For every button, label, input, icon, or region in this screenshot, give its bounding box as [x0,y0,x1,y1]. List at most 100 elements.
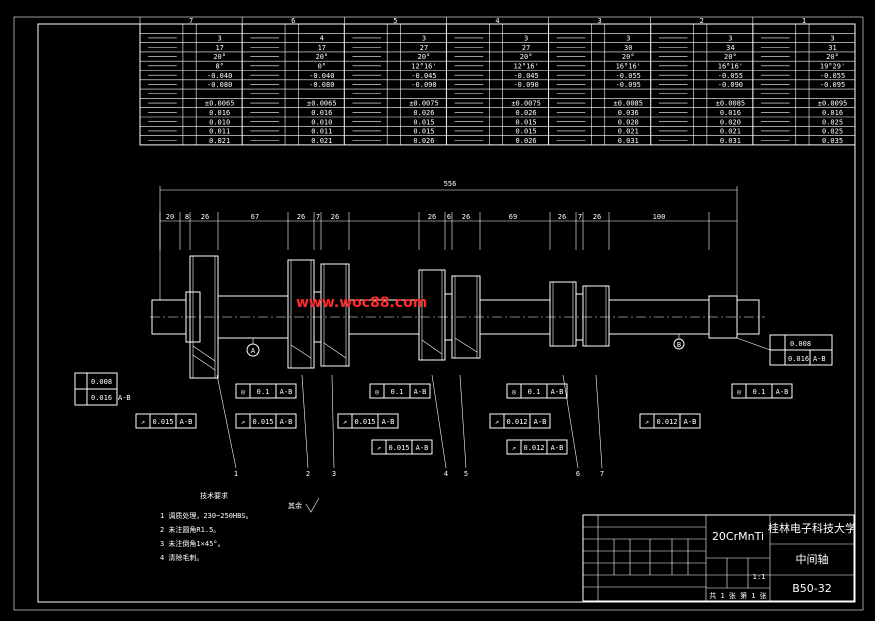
datum-b: B [673,334,685,350]
param-cell: 0.031 [720,137,741,145]
param-cell: 12°16' [411,63,436,71]
param-cell: 4 [320,35,324,43]
right-frame-value-a: 0.008 [790,340,811,348]
tolerance-value: 0.012 [656,418,677,426]
scale-value: 1:1 [753,573,766,581]
tolerance-frame: ↗ 0.012 A-B [506,439,568,455]
gear-parameter-table: 31720°8°-0.040-0.080±0.00650.0160.0100.0… [139,23,856,146]
gear-4 [418,269,446,361]
dimension-lines [159,186,738,300]
param-cell: 3 [830,35,834,43]
left-frame-ref: A-B [118,394,131,402]
param-cell: 3 [422,35,426,43]
tolerance-ref: A-B [551,444,564,452]
datum-b-label: B [677,341,681,349]
param-cell: 12°16' [513,63,538,71]
param-cell: 0.036 [618,109,639,117]
tolerance-symbol: ↗ [141,418,145,426]
tolerance-value: 0.015 [388,444,409,452]
material-label: 20CrMnTi [712,530,764,543]
param-cell: -0.090 [718,81,743,89]
param-cell: 3 [728,35,732,43]
tolerance-value: 0.015 [354,418,375,426]
param-cell: 0.010 [209,118,230,126]
datum-a-label: A [251,347,256,355]
segment-dim: 100 [653,213,666,221]
param-cell: 0° [318,63,326,71]
right-tolerance-frame: 0.008 0.016 A-B [736,334,833,366]
param-cell: 0.021 [720,128,741,136]
segment-dim: 8 [185,213,189,221]
left-tolerance-frame: 0.008 0.016 A-B [74,372,131,406]
param-cell: -0.045 [513,72,538,80]
shaft-outline [150,255,765,379]
tolerance-value: 0.012 [506,418,527,426]
segment-dim: 26 [558,213,566,221]
param-cell: 20° [622,53,635,61]
param-cell: 30 [624,44,632,52]
tolerance-ref: A-B [776,388,789,396]
technical-requirements: 技术要求 1 调质处理，230~250HBS。 2 未注圆角R1.5。 3 未注… [160,491,320,562]
param-cell: -0.040 [207,72,232,80]
segment-dim: 69 [509,213,517,221]
param-cell: 0.026 [516,109,537,117]
param-cell: ±0.0095 [818,100,848,108]
segment-dim: 7 [578,213,582,221]
tolerance-frame: ↗ 0.015 A-B [337,413,399,429]
tolerance-ref: A-B [534,418,547,426]
gear-6 [549,281,577,347]
param-cell: ±0.0085 [716,100,746,108]
tolerance-value: 0.012 [523,444,544,452]
gear-7 [582,285,610,347]
school-name: 桂林电子科技大学 [768,521,856,535]
right-end [736,299,760,335]
param-cell: 20° [213,53,226,61]
param-cell: 0.015 [516,118,537,126]
param-cell: -0.055 [820,72,845,80]
tolerance-symbol: ↗ [512,444,516,452]
param-cell: 8° [215,63,223,71]
tech-req-item-3: 3 未注倒角1×45°。 [160,539,225,548]
param-cell: 20° [724,53,737,61]
param-cell: 0.025 [822,128,843,136]
segment-dim: 26 [201,213,209,221]
tolerance-symbol: ↗ [343,418,347,426]
param-cell: 0.021 [311,137,332,145]
param-cell: 20° [315,53,328,61]
param-cell: ±0.0085 [613,100,643,108]
segment-dim: 67 [251,213,259,221]
tolerance-ref: A-B [416,444,429,452]
param-cell: 17 [318,44,326,52]
tolerance-frame: ↗ 0.015 A-B [371,439,433,455]
datum-a: A [246,338,260,357]
param-cell: -0.095 [616,81,641,89]
tolerance-ref: A-B [382,418,395,426]
right-frame-ref: A-B [813,355,826,363]
param-cell: 0.035 [822,137,843,145]
left-frame-value-b: 0.016 [91,394,112,402]
param-cell: -0.040 [309,72,334,80]
tolerance-symbol: ↗ [377,444,381,452]
param-cell: 0.016 [311,109,332,117]
param-cell: 0.020 [618,118,639,126]
segment-dim: 20 [166,213,174,221]
tolerance-symbol: ↗ [645,418,649,426]
tolerance-symbol: ◎ [512,388,517,396]
segment-dim: 26 [297,213,305,221]
param-cell: 0.021 [618,128,639,136]
param-cell: 0.026 [413,109,434,117]
tolerance-ref: A-B [280,388,293,396]
section-label: 7 [600,470,604,478]
watermark-text: www.woc88.com [296,295,427,311]
param-cell: -0.090 [513,81,538,89]
param-cell: 16°16' [616,63,641,71]
param-cell: -0.090 [411,81,436,89]
